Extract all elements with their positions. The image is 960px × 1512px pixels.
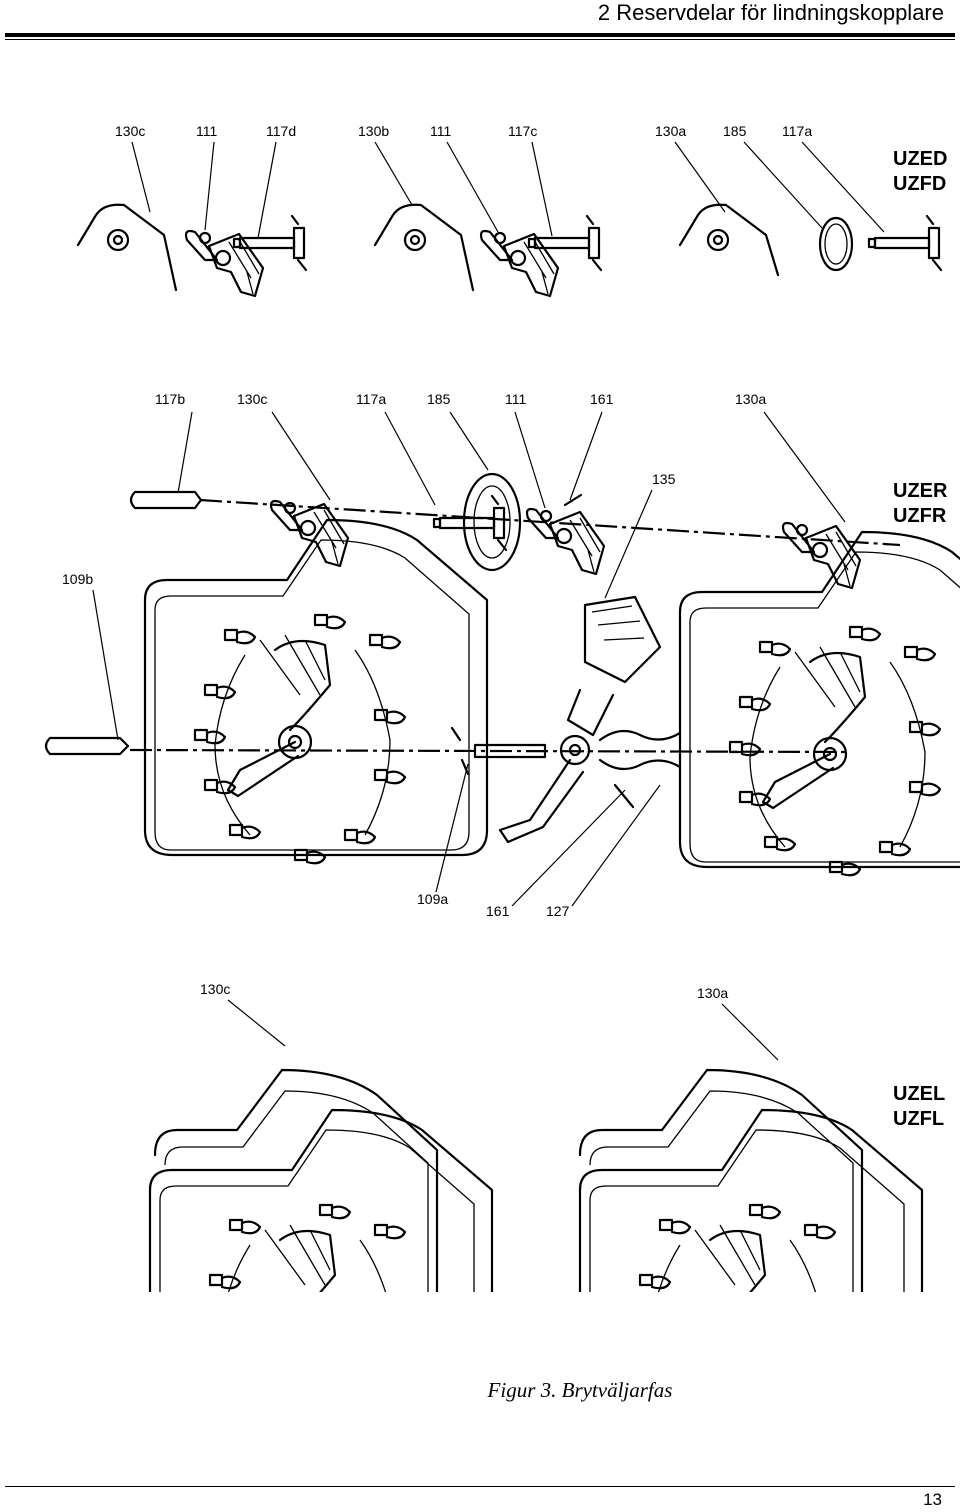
model-uzfr: UZFR [893,505,947,527]
model-uzed: UZED [893,148,947,170]
label-130c: 130c [237,391,267,407]
label-161: 161 [486,903,510,919]
middle-assembly [44,411,960,907]
label-130c: 130c [200,981,230,997]
label-117c: 117c [508,123,537,139]
model-uzel: UZEL [893,1083,945,1105]
label-117a: 117a [356,391,386,407]
footer-rule [5,1486,955,1487]
header-title: 2 Reservdelar för lindningskopplare [597,0,944,25]
model-uzer: UZER [893,480,948,502]
figure-caption: Figur 3. Brytväljarfas [487,1378,673,1402]
label-135: 135 [652,471,676,487]
top-assembly-2 [373,141,603,298]
label-161: 161 [590,391,614,407]
model-uzfl: UZFL [893,1108,944,1130]
label-111: 111 [196,123,217,139]
header-rule [5,33,955,37]
label-130a: 130a [655,123,686,139]
label-111: 111 [430,123,451,139]
label-111: 111 [505,391,526,407]
label-117d: 117d [266,123,296,139]
label-109a: 109a [417,891,448,907]
top-assembly-1 [76,141,308,298]
label-117a: 117a [782,123,812,139]
label-130a: 130a [697,985,728,1001]
label-185: 185 [427,391,451,407]
page-number: 13 [923,1490,942,1509]
label-130a: 130a [735,391,766,407]
model-uzfd: UZFD [893,173,946,195]
label-130c: 130c [115,123,145,139]
label-185: 185 [723,123,747,139]
label-109b: 109b [62,571,93,587]
label-130b: 130b [358,123,389,139]
header-rule-thin [5,39,955,40]
bottom-assembly [150,999,922,1292]
label-127: 127 [546,903,570,919]
label-117b: 117b [155,391,185,407]
top-assembly-3 [674,141,943,277]
